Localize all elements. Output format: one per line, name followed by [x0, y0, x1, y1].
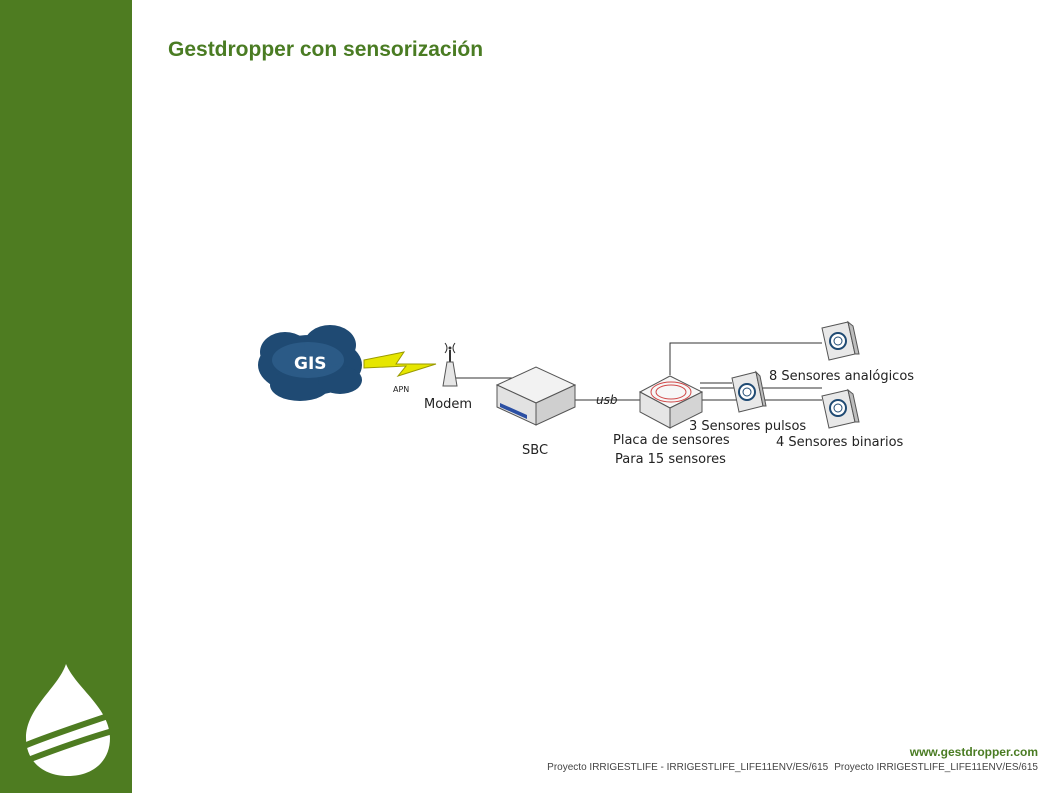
lightning-bolt-icon: [363, 351, 437, 377]
antenna-icon: [442, 342, 458, 387]
sensor-device-icon: [821, 388, 860, 429]
page-title: Gestdropper con sensorización: [168, 38, 484, 61]
sensor-device-icon: [731, 370, 767, 413]
cloud-icon: [258, 325, 362, 401]
binary-sensors-label: 4 Sensores binarios: [776, 435, 904, 450]
footer-project-text: Proyecto IRRIGESTLIFE - IRRIGESTLIFE_LIF…: [547, 762, 1038, 773]
pulse-sensors-label: 3 Sensores pulsos: [689, 419, 806, 434]
sbc-label: SBC: [522, 443, 548, 458]
board-label-line1: Placa de sensores: [613, 433, 730, 448]
water-drop-logo: [22, 664, 117, 776]
modem-label: Modem: [424, 397, 472, 412]
footer-text-b: Proyecto IRRIGESTLIFE_LIFE11ENV/ES/615: [834, 762, 1038, 773]
server-box-icon: [495, 366, 577, 426]
board-analog-link: [669, 342, 822, 375]
gis-label: GIS: [294, 354, 327, 374]
analog-sensors-label: 8 Sensores analógicos: [769, 369, 914, 384]
website-link[interactable]: www.gestdropper.com: [909, 745, 1038, 759]
sensor-board-icon: [638, 375, 704, 429]
sensor-device-icon: [821, 320, 860, 361]
footer-text-a: Proyecto IRRIGESTLIFE - IRRIGESTLIFE_LIF…: [547, 762, 829, 773]
board-label-line2: Para 15 sensores: [615, 452, 726, 467]
sidebar-band: [0, 0, 132, 793]
usb-label: usb: [596, 393, 618, 407]
apn-label: APN: [393, 385, 409, 394]
